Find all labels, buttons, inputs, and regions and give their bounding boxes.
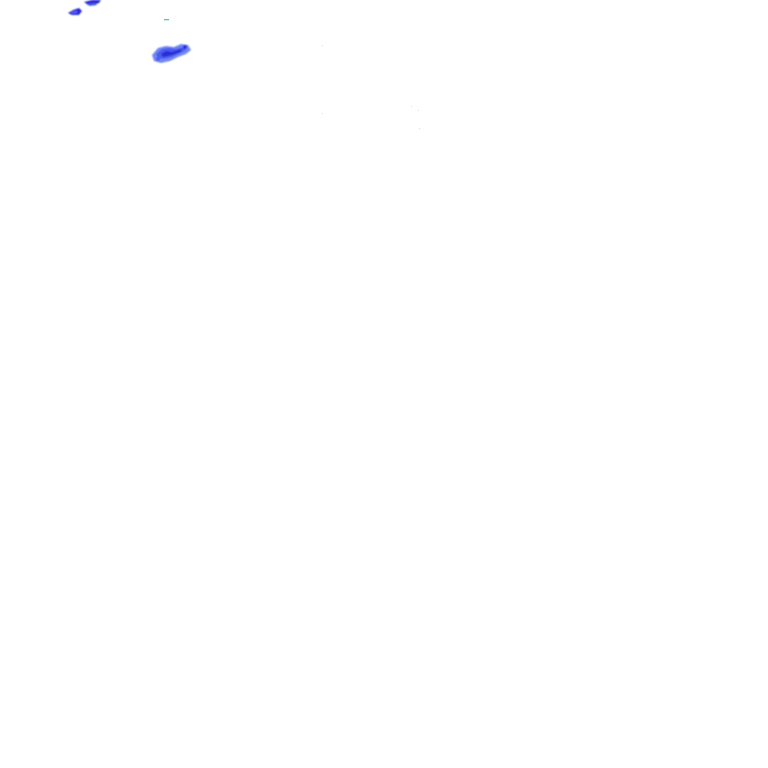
radar-speckles: [322, 45, 420, 129]
echo-cell-top-left-lower: [68, 8, 82, 15]
echo-cell-top-left-upper: [84, 0, 101, 6]
echo-trace-cyan: [164, 19, 169, 21]
echo-cell-central-blob: [152, 44, 191, 63]
